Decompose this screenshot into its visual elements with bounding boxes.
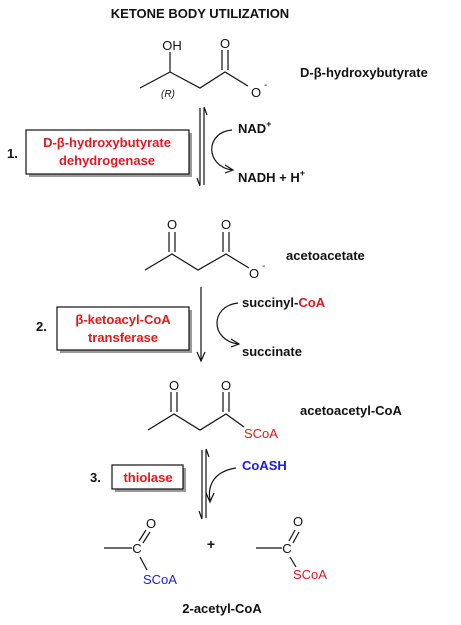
step-1-number: 1.	[7, 146, 18, 161]
enzyme-2-box	[56, 306, 190, 351]
acetyl-left-carbon: C	[132, 541, 141, 556]
acetoacetyl-scoa-label: SCoA	[244, 426, 278, 441]
charge-label: -	[264, 80, 267, 91]
plus-sign: +	[207, 536, 215, 552]
enzyme-1-line1: D-β-hydroxybutyrate	[43, 135, 171, 150]
acetyl-left-oxygen: O	[146, 516, 156, 531]
step-3-cofactor-in: CoASH	[242, 458, 287, 473]
step-3: 3. thiolase CoASH	[90, 448, 287, 520]
acetoacetate-ketone-oxygen: O	[167, 217, 177, 232]
step-3-forward-head	[198, 510, 203, 520]
acetoacetyl-ketone-oxygen: O	[169, 378, 179, 393]
acetyl-right-oxygen: O	[293, 514, 303, 529]
stereo-label: (R)	[161, 89, 175, 100]
enzyme-3-label: thiolase	[123, 470, 172, 485]
step-2-arrow-head	[196, 351, 206, 363]
acetyl-coa-left-structure: C O SCoA	[104, 516, 177, 587]
acetoacetate-backbone	[144, 253, 250, 271]
page-title: KETONE BODY UTILIZATION	[111, 6, 289, 21]
step-2-cofactor-arc	[216, 302, 239, 345]
hydroxybutyrate-structure: OH O O - (R)	[139, 36, 267, 100]
step-2: 2. β-ketoacyl-CoA transferase succinyl-C…	[36, 287, 326, 363]
carbonyl-oxygen-label: O	[220, 36, 230, 51]
step-3-number: 3.	[90, 470, 101, 485]
enzyme-2-line2: transferase	[88, 330, 158, 345]
step-1-cofactor-head	[224, 164, 235, 174]
step-1-cofactor-in: NAD+	[238, 119, 271, 136]
hydroxybutyrate-name: D-β-hydroxybutyrate	[300, 65, 428, 80]
step-2-cofactor-head	[230, 338, 241, 348]
step-1-forward-head	[196, 177, 201, 187]
acetyl-right-thio-bond	[289, 556, 297, 568]
acetyl-right-carbonyl-b	[292, 531, 300, 544]
enzyme-1-line2: dehydrogenase	[59, 153, 155, 168]
acetoacetyl-thioester-oxygen: O	[221, 378, 231, 393]
acetoacetate-structure: O O O -	[144, 217, 265, 281]
step-3-reverse-head	[205, 448, 210, 458]
acetoacetate-name: acetoacetate	[286, 248, 365, 263]
step-3-cofactor-arc	[208, 467, 237, 501]
acetyl-right-carbonyl-a	[288, 529, 296, 542]
acetyl-left-scoa: SCoA	[143, 572, 177, 587]
acetyl-right-carbon: C	[282, 541, 291, 556]
acetoacetate-carbonyl-oxygen: O	[221, 217, 231, 232]
acetoacetyl-coa-name: acetoacetyl-CoA	[300, 403, 402, 418]
product-name: 2-acetyl-CoA	[182, 601, 262, 616]
acetoacetate-carboxylate-oxygen: O	[249, 266, 259, 281]
acetyl-right-scoa: SCoA	[293, 567, 327, 582]
step-1-cofactor-arc	[211, 129, 233, 171]
hydroxybutyrate-backbone	[139, 71, 249, 89]
step-3-cofactor-head	[205, 492, 215, 504]
enzyme-3-box	[111, 464, 184, 490]
acetyl-left-carbonyl-b	[142, 531, 151, 544]
step-1-reverse-head	[203, 106, 208, 116]
acetoacetyl-coa-backbone	[147, 413, 245, 431]
hydroxyl-label: OH	[162, 38, 182, 53]
carboxylate-oxygen-label: O	[251, 85, 261, 100]
enzyme-2-line1: β-ketoacyl-CoA	[75, 312, 171, 327]
acetyl-left-carbonyl-a	[138, 529, 147, 542]
acetyl-left-thio-bond	[139, 556, 148, 571]
acetyl-coa-right-structure: C O SCoA	[256, 514, 327, 582]
step-2-cofactor-in: succinyl-CoA	[242, 295, 326, 310]
acetoacetate-charge: -	[262, 261, 265, 272]
step-1: 1. D-β-hydroxybutyrate dehydrogenase NAD…	[7, 106, 305, 187]
enzyme-1-box	[25, 129, 190, 175]
acetoacetyl-coa-structure: O O SCoA	[147, 378, 278, 441]
step-2-number: 2.	[36, 319, 47, 334]
step-1-cofactor-out: NADH + H+	[238, 168, 305, 185]
step-2-cofactor-out: succinate	[242, 344, 302, 359]
